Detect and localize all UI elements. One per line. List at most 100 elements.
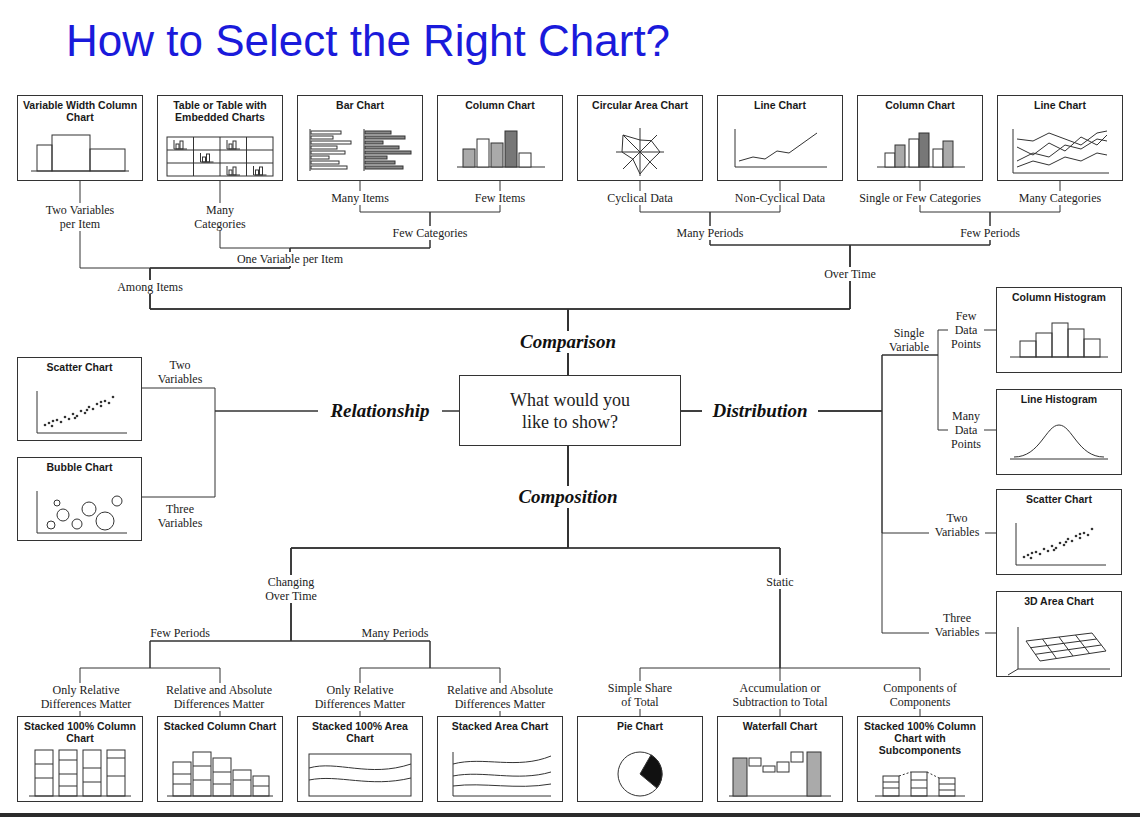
tree-connector (150, 181, 568, 375)
grouped-column-icon-part (909, 139, 919, 167)
grouped-column-icon-part (943, 141, 953, 167)
subcomponent-column-icon-part (883, 780, 955, 790)
bar-chart-icon-part (311, 151, 345, 154)
branch-label: Few Categories (385, 226, 475, 240)
bar-chart-icon-part-part (365, 131, 391, 134)
multi-line-chart-icon-part (1017, 153, 1107, 167)
table-icon-part-part (176, 144, 179, 149)
line-chart-icon (735, 129, 827, 167)
branch-label: Few Data Points (948, 309, 984, 351)
column-chart-icon (457, 131, 545, 167)
scatter-chart-icon-part-part (100, 405, 103, 408)
branch-heading: Distribution (702, 400, 818, 422)
pie-chart-icon-part (618, 752, 662, 796)
stacked-100-column-icon-part (35, 750, 53, 796)
chart-box: Stacked 100% Column Chart with Subcompon… (857, 716, 983, 802)
branch-heading: Relationship (318, 400, 442, 422)
bubble-chart-icon-part (82, 502, 96, 516)
stacked-100-area-icon (309, 754, 411, 796)
chart-box: Column Chart (857, 95, 983, 181)
area-3d-icon-part (1026, 633, 1106, 661)
stacked-100-column-icon-part (35, 758, 125, 786)
chart-title-text: Line Chart (998, 96, 1122, 111)
table-icon-part (227, 140, 240, 149)
bubble-chart-icon-part (37, 491, 127, 533)
stacked-area-icon-part (453, 756, 551, 786)
bubble-chart-icon-part (47, 521, 55, 529)
table-icon-part-part (227, 166, 240, 175)
variable-width-column-icon (31, 135, 129, 171)
chart-title-text: Waterfall Chart (718, 717, 842, 732)
scatter-chart-icon-part-part (74, 417, 77, 420)
scatter-chart-icon-part (37, 391, 127, 433)
scatter-chart-icon-part-part (1079, 533, 1082, 536)
bar-chart-icon-part (311, 131, 341, 134)
scatter-chart-icon-part-part (1063, 544, 1066, 547)
stacked-100-column-icon-part (107, 750, 125, 796)
bubble-chart-icon (37, 491, 127, 533)
chart-box: Column Chart (437, 95, 563, 181)
multi-line-chart-icon-part (1013, 129, 1109, 173)
branch-label: Only Relative Differences Matter (304, 683, 416, 711)
scatter-chart-icon (1016, 523, 1106, 565)
branch-label: Accumulation or Subtraction to Total (715, 681, 845, 709)
scatter-chart-icon-part-part (108, 402, 111, 405)
bar-chart-icon-part-part (365, 156, 387, 159)
stacked-100-column-icon (29, 750, 131, 796)
chart-box: Line Chart (997, 95, 1123, 181)
table-icon-part-part (256, 170, 259, 175)
column-histogram-icon (1010, 323, 1108, 357)
column-histogram-icon-part (1036, 333, 1052, 357)
chart-box: Variable Width Column Chart (17, 95, 143, 181)
scatter-chart-icon-part (44, 396, 115, 428)
table-icon-part-part (233, 167, 236, 175)
branch-label: Many Items (320, 191, 400, 205)
radar-chart-icon-part (616, 128, 664, 176)
scatter-chart-icon-part-part (1043, 548, 1046, 551)
branch-label: Single Variable (885, 326, 933, 354)
table-icon-part (167, 137, 273, 176)
scatter-chart-icon-part-part (88, 406, 91, 409)
subcomponent-column-icon (875, 772, 965, 796)
area-3d-icon-part (1026, 633, 1106, 661)
line-histogram-icon (1010, 425, 1108, 459)
chart-box: Line Chart (717, 95, 843, 181)
branch-label: Changing Over Time (256, 575, 326, 603)
chart-box: Column Histogram (996, 287, 1122, 373)
scatter-chart-icon-part-part (1065, 541, 1068, 544)
tree-connector (150, 181, 568, 375)
table-icon-part (201, 153, 214, 162)
branch-label: Relative and Absolute Differences Matter (158, 683, 280, 711)
tree-connector (80, 446, 568, 716)
scatter-chart-icon-part-part (1039, 553, 1042, 556)
bubble-chart-icon-part (54, 500, 60, 506)
chart-box: Stacked 100% Column Chart (17, 716, 143, 802)
waterfall-chart-icon-part (791, 752, 803, 762)
scatter-chart-icon-part-part (1051, 545, 1054, 548)
waterfall-chart-icon (729, 752, 831, 796)
stacked-100-column-icon-part (59, 750, 77, 796)
tree-connector (150, 181, 568, 375)
table-icon-part (227, 166, 240, 175)
subcomponent-column-icon-part (899, 772, 939, 778)
grouped-column-icon-part (885, 153, 895, 167)
column-chart-icon-part (477, 139, 489, 167)
stacked-area-icon-part (453, 752, 551, 796)
scatter-chart-icon-part-part (1023, 556, 1026, 559)
chart-box: Circular Area Chart (577, 95, 703, 181)
column-chart-icon-part (505, 131, 517, 167)
pie-chart-icon (618, 752, 662, 796)
grouped-column-icon (877, 133, 965, 167)
chart-box: Waterfall Chart (717, 716, 843, 802)
subcomponent-column-icon-part (883, 776, 899, 796)
branch-label: Cyclical Data (595, 191, 685, 205)
stacked-area-icon (453, 752, 551, 796)
branch-label: Simple Share of Total (602, 681, 678, 709)
scatter-chart-icon-part-part (1055, 547, 1058, 550)
bar-chart-icon-part-part (365, 136, 405, 139)
chart-title-text: Column Histogram (997, 288, 1121, 303)
chart-title-text: Variable Width Column Chart (18, 96, 142, 123)
chart-title-text: Scatter Chart (18, 358, 141, 373)
column-histogram-icon-part (1084, 339, 1100, 357)
